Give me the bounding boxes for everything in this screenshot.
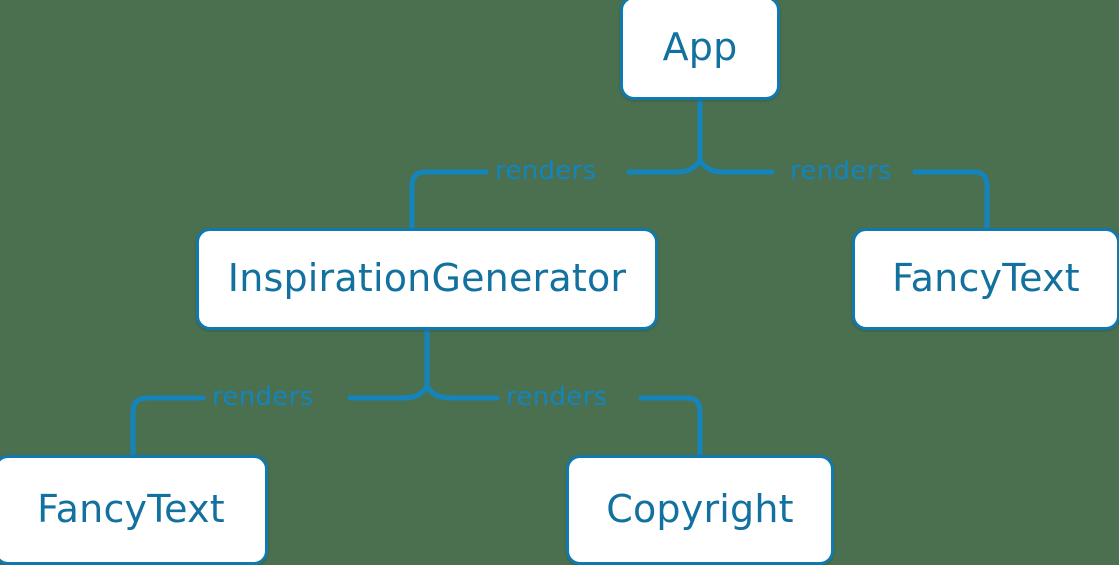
node-fancytext-left[interactable]: FancyText <box>0 455 268 565</box>
node-copyright-label: Copyright <box>606 486 794 531</box>
edge-inspgen-to-fancytext-left-seg <box>130 395 206 458</box>
edge-app-to-fancytext-right-seg <box>912 169 990 231</box>
edge-inspgen-junction <box>400 384 454 401</box>
edge-label-app-to-inspgen: renders <box>495 156 597 186</box>
node-app-label: App <box>662 24 738 69</box>
edge-label-inspgen-to-copyright: renders <box>506 382 608 412</box>
node-app[interactable]: App <box>620 0 780 100</box>
node-fancytext-right[interactable]: FancyText <box>852 228 1119 330</box>
edge-inspgen-to-copyright-right-seg <box>638 395 703 458</box>
edge-app-to-inspgen-left-seg <box>409 169 489 231</box>
edge-app-junction <box>673 158 727 175</box>
node-fancytext-left-label: FancyText <box>37 486 225 531</box>
edge-label-inspgen-to-fancytext: renders <box>212 382 314 412</box>
node-copyright[interactable]: Copyright <box>566 455 834 565</box>
node-fancytext-right-label: FancyText <box>892 255 1080 300</box>
node-inspiration-generator[interactable]: InspirationGenerator <box>196 228 658 330</box>
node-inspiration-generator-label: InspirationGenerator <box>227 255 627 300</box>
edge-label-app-to-fancytext: renders <box>790 156 892 186</box>
